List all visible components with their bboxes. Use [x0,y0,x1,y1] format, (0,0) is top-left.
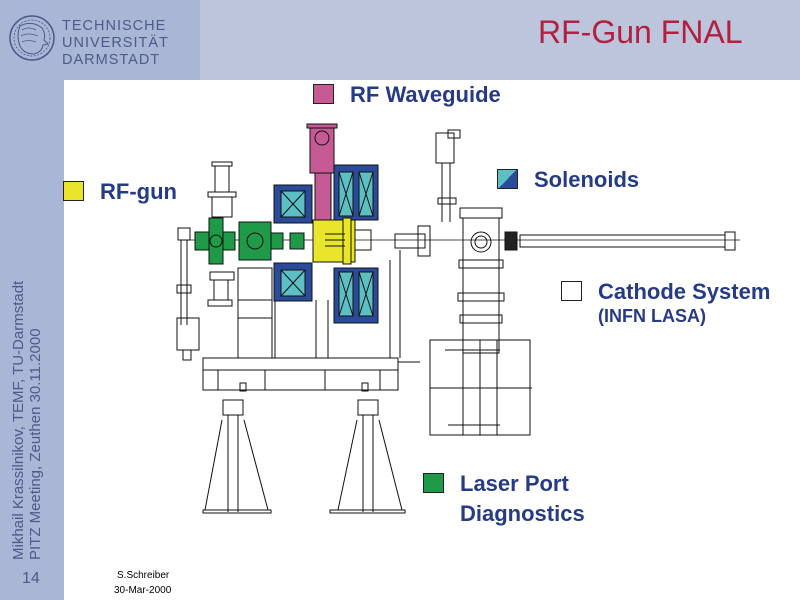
legend-sublabel: (INFN LASA) [598,306,706,326]
legend-label: RF-gun [100,179,177,204]
legend-solenoids: Solenoids [497,167,639,193]
rf-gun-swatch [63,181,84,201]
rf-waveguide-swatch [313,84,334,104]
university-line-1: TECHNISCHE [62,18,167,34]
page-number: 14 [22,570,40,587]
laser-port-drawing [194,217,305,265]
legend-sublabel: Diagnostics [460,501,585,526]
legend-label: Cathode System [598,279,771,304]
solenoids-drawing [273,164,379,324]
legend-label: Solenoids [534,167,640,192]
solenoids-swatch [497,169,518,189]
rf-waveguide-drawing [306,123,338,224]
athena-seal-logo-icon [9,15,55,61]
legend-cathode-system: Cathode System (INFN LASA) [561,279,770,327]
credit-date: 30-Mar-2000 [114,585,172,596]
university-name: TECHNISCHE UNIVERSITÄT DARMSTADT [62,18,169,69]
legend-label: RF Waveguide [350,82,501,107]
laser-port-swatch [423,473,444,493]
legend-laser-port: Laser Port Diagnostics [423,471,585,527]
cathode-system-swatch [561,281,582,301]
rf-gun-drawing [312,217,372,265]
university-line-2: UNIVERSITÄT [62,35,169,51]
support-stand-left [202,382,272,514]
logo-area [0,0,200,80]
legend-label: Laser Port [460,471,569,496]
support-stand-right [329,382,406,514]
legend-rf-waveguide: RF Waveguide [313,82,501,108]
slide-title: RF-Gun FNAL [538,14,743,50]
credit-author: S.Schreiber [117,570,170,581]
legend-rf-gun: RF-gun [63,179,177,205]
left-vertical-assembly [176,161,276,361]
cathode-system-drawing [429,207,532,436]
sidebar-band [0,0,64,600]
university-line-3: DARMSTADT [62,52,161,68]
vertical-port-tube [435,129,461,222]
drawing-credit: S.Schreiber 30-Mar-2000 [114,568,172,598]
support-platform [202,357,420,391]
